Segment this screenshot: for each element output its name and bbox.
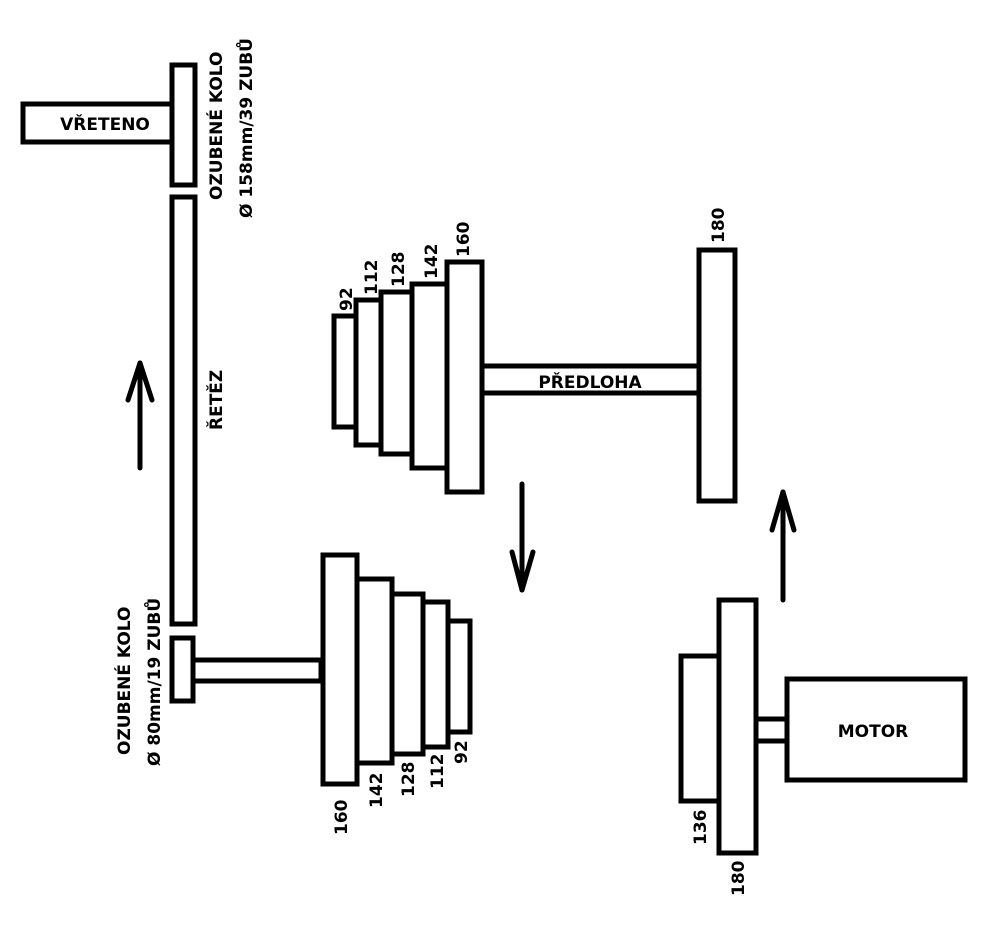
lower-pulley-step-92 (445, 618, 473, 735)
lower-pulley-step-128 (389, 591, 426, 757)
upper-pulley-label-160: 160 (454, 221, 474, 257)
motor-pulley-136 (678, 653, 722, 804)
lower-pulley-step-112 (420, 599, 451, 750)
upper-pulley-step-112 (353, 297, 384, 448)
motor-pulley-label-136: 136 (691, 810, 711, 846)
motor-pulleys (678, 597, 759, 856)
countershaft-label: PŘEDLOHA (538, 371, 642, 393)
lower-pulley-label-160: 160 (332, 799, 352, 835)
lower-gear-label-line1: OZUBENÉ KOLO (113, 607, 135, 755)
motor-body (784, 676, 968, 783)
spindle-shaft (20, 101, 176, 145)
lower-pulley-step-160 (320, 552, 360, 787)
upper-pulley-label-142: 142 (422, 244, 442, 280)
lower-pulley-label-142: 142 (367, 773, 387, 809)
spindle-gear-label-line2: Ø 158mm/39 ZUBŮ (234, 38, 257, 218)
motor-shaft (753, 716, 790, 744)
lower-pulley-step-142 (354, 576, 395, 766)
upper-pulley-label-128: 128 (389, 252, 409, 288)
lower-pulley-label-92: 92 (452, 740, 472, 764)
lower-pulley-label-128: 128 (399, 762, 419, 798)
upper-pulley-step-92 (331, 313, 359, 430)
motor-pulley-label-180: 180 (729, 860, 749, 896)
upper-pulley-step-128 (378, 289, 415, 457)
chain-belt (169, 194, 198, 627)
lower-gear-label-line2: Ø 80mm/19 ZUBŮ (142, 598, 165, 766)
countershaft-shaft (479, 363, 702, 396)
countershaft-stepped-pulley (331, 259, 485, 495)
countershaft-large-pulley (696, 247, 738, 504)
chain-direction-arrow-icon (125, 360, 155, 471)
upper-pulley-label-92: 92 (337, 287, 357, 311)
spindle-gear-label-line1: OZUBENÉ KOLO (205, 52, 227, 200)
lower-stepped-pulley (320, 552, 473, 787)
pulley-direction-down-arrow-icon (509, 481, 536, 593)
chain: ŘETĚZ (169, 194, 227, 627)
upper-pulley-step-160 (444, 259, 485, 495)
spindle-label: VŘETENO (60, 113, 150, 135)
lower-pulley-label-112: 112 (428, 754, 448, 790)
chain-label: ŘETĚZ (205, 370, 227, 430)
motor-direction-up-arrow-icon (769, 489, 797, 603)
spindle: VŘETENO (20, 62, 198, 188)
lower-gear (169, 635, 196, 704)
lower-gear-assembly (169, 635, 324, 704)
upper-pulley-label-112: 112 (362, 260, 382, 296)
motor-pulley-180 (716, 597, 759, 856)
motor-label: MOTOR (838, 722, 909, 742)
lower-shaft (190, 657, 324, 684)
countershaft-large-pulley-label: 180 (709, 207, 729, 243)
spindle-gear (169, 62, 198, 188)
upper-pulley-step-142 (409, 281, 450, 471)
